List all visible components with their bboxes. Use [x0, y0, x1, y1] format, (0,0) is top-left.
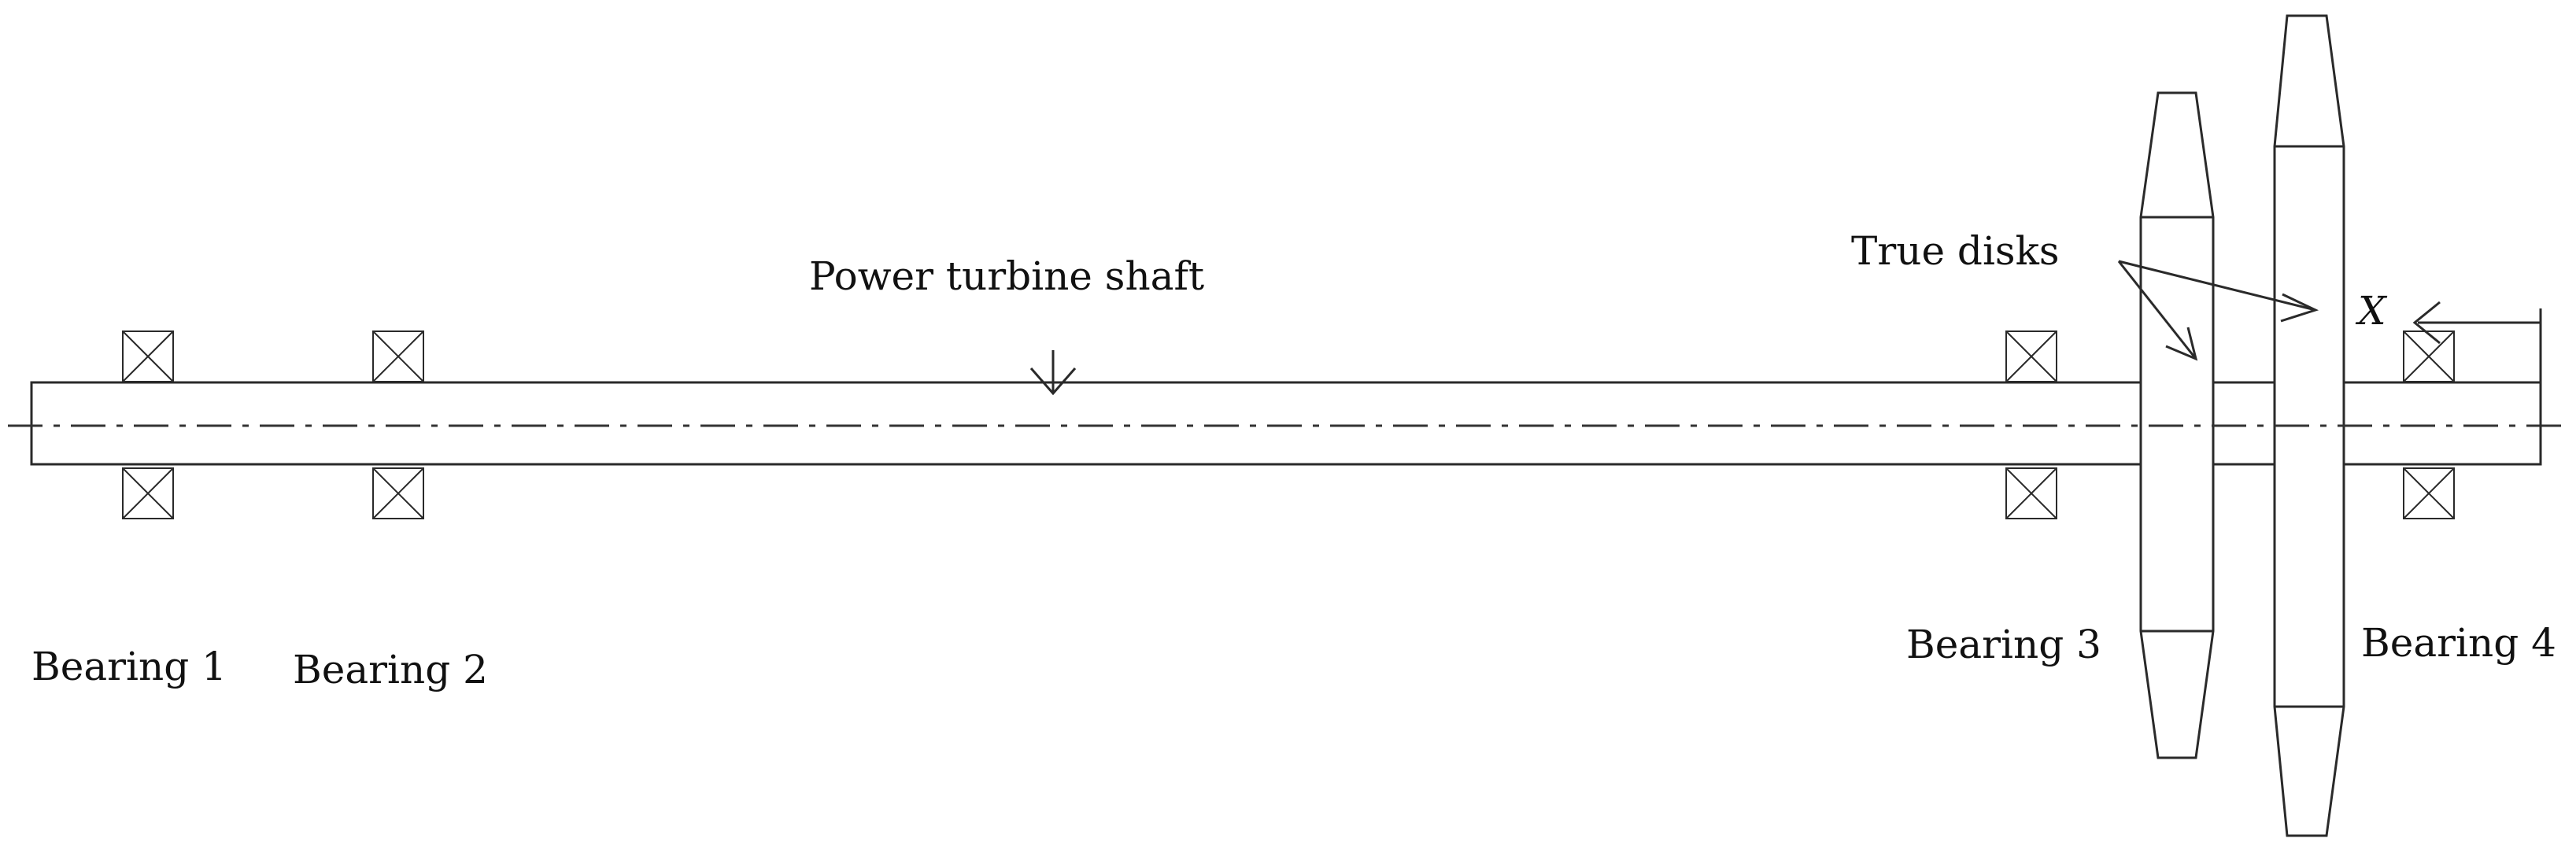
shaft-pointer-arrow [1029, 350, 1077, 396]
bearing-1-symbols [122, 330, 174, 519]
x-axis-origin-arrow [2412, 301, 2542, 441]
x-axis-label: X [2355, 288, 2388, 334]
bearing-2-label: Bearing 2 [293, 647, 488, 692]
bearing-4-symbols [2403, 330, 2455, 519]
bearing-4-label: Bearing 4 [2361, 620, 2556, 666]
bearing-3-label: Bearing 3 [1906, 622, 2101, 667]
shaft-label: Power turbine shaft [809, 253, 1204, 299]
bearing-1-label: Bearing 1 [31, 644, 227, 689]
disks-label: True disks [1851, 228, 2060, 274]
disks-pointer-arrows [2117, 260, 2319, 361]
bearing-3-symbols [2005, 330, 2057, 519]
power-turbine-shaft [30, 381, 2542, 466]
bearing-2-symbols [372, 330, 424, 519]
